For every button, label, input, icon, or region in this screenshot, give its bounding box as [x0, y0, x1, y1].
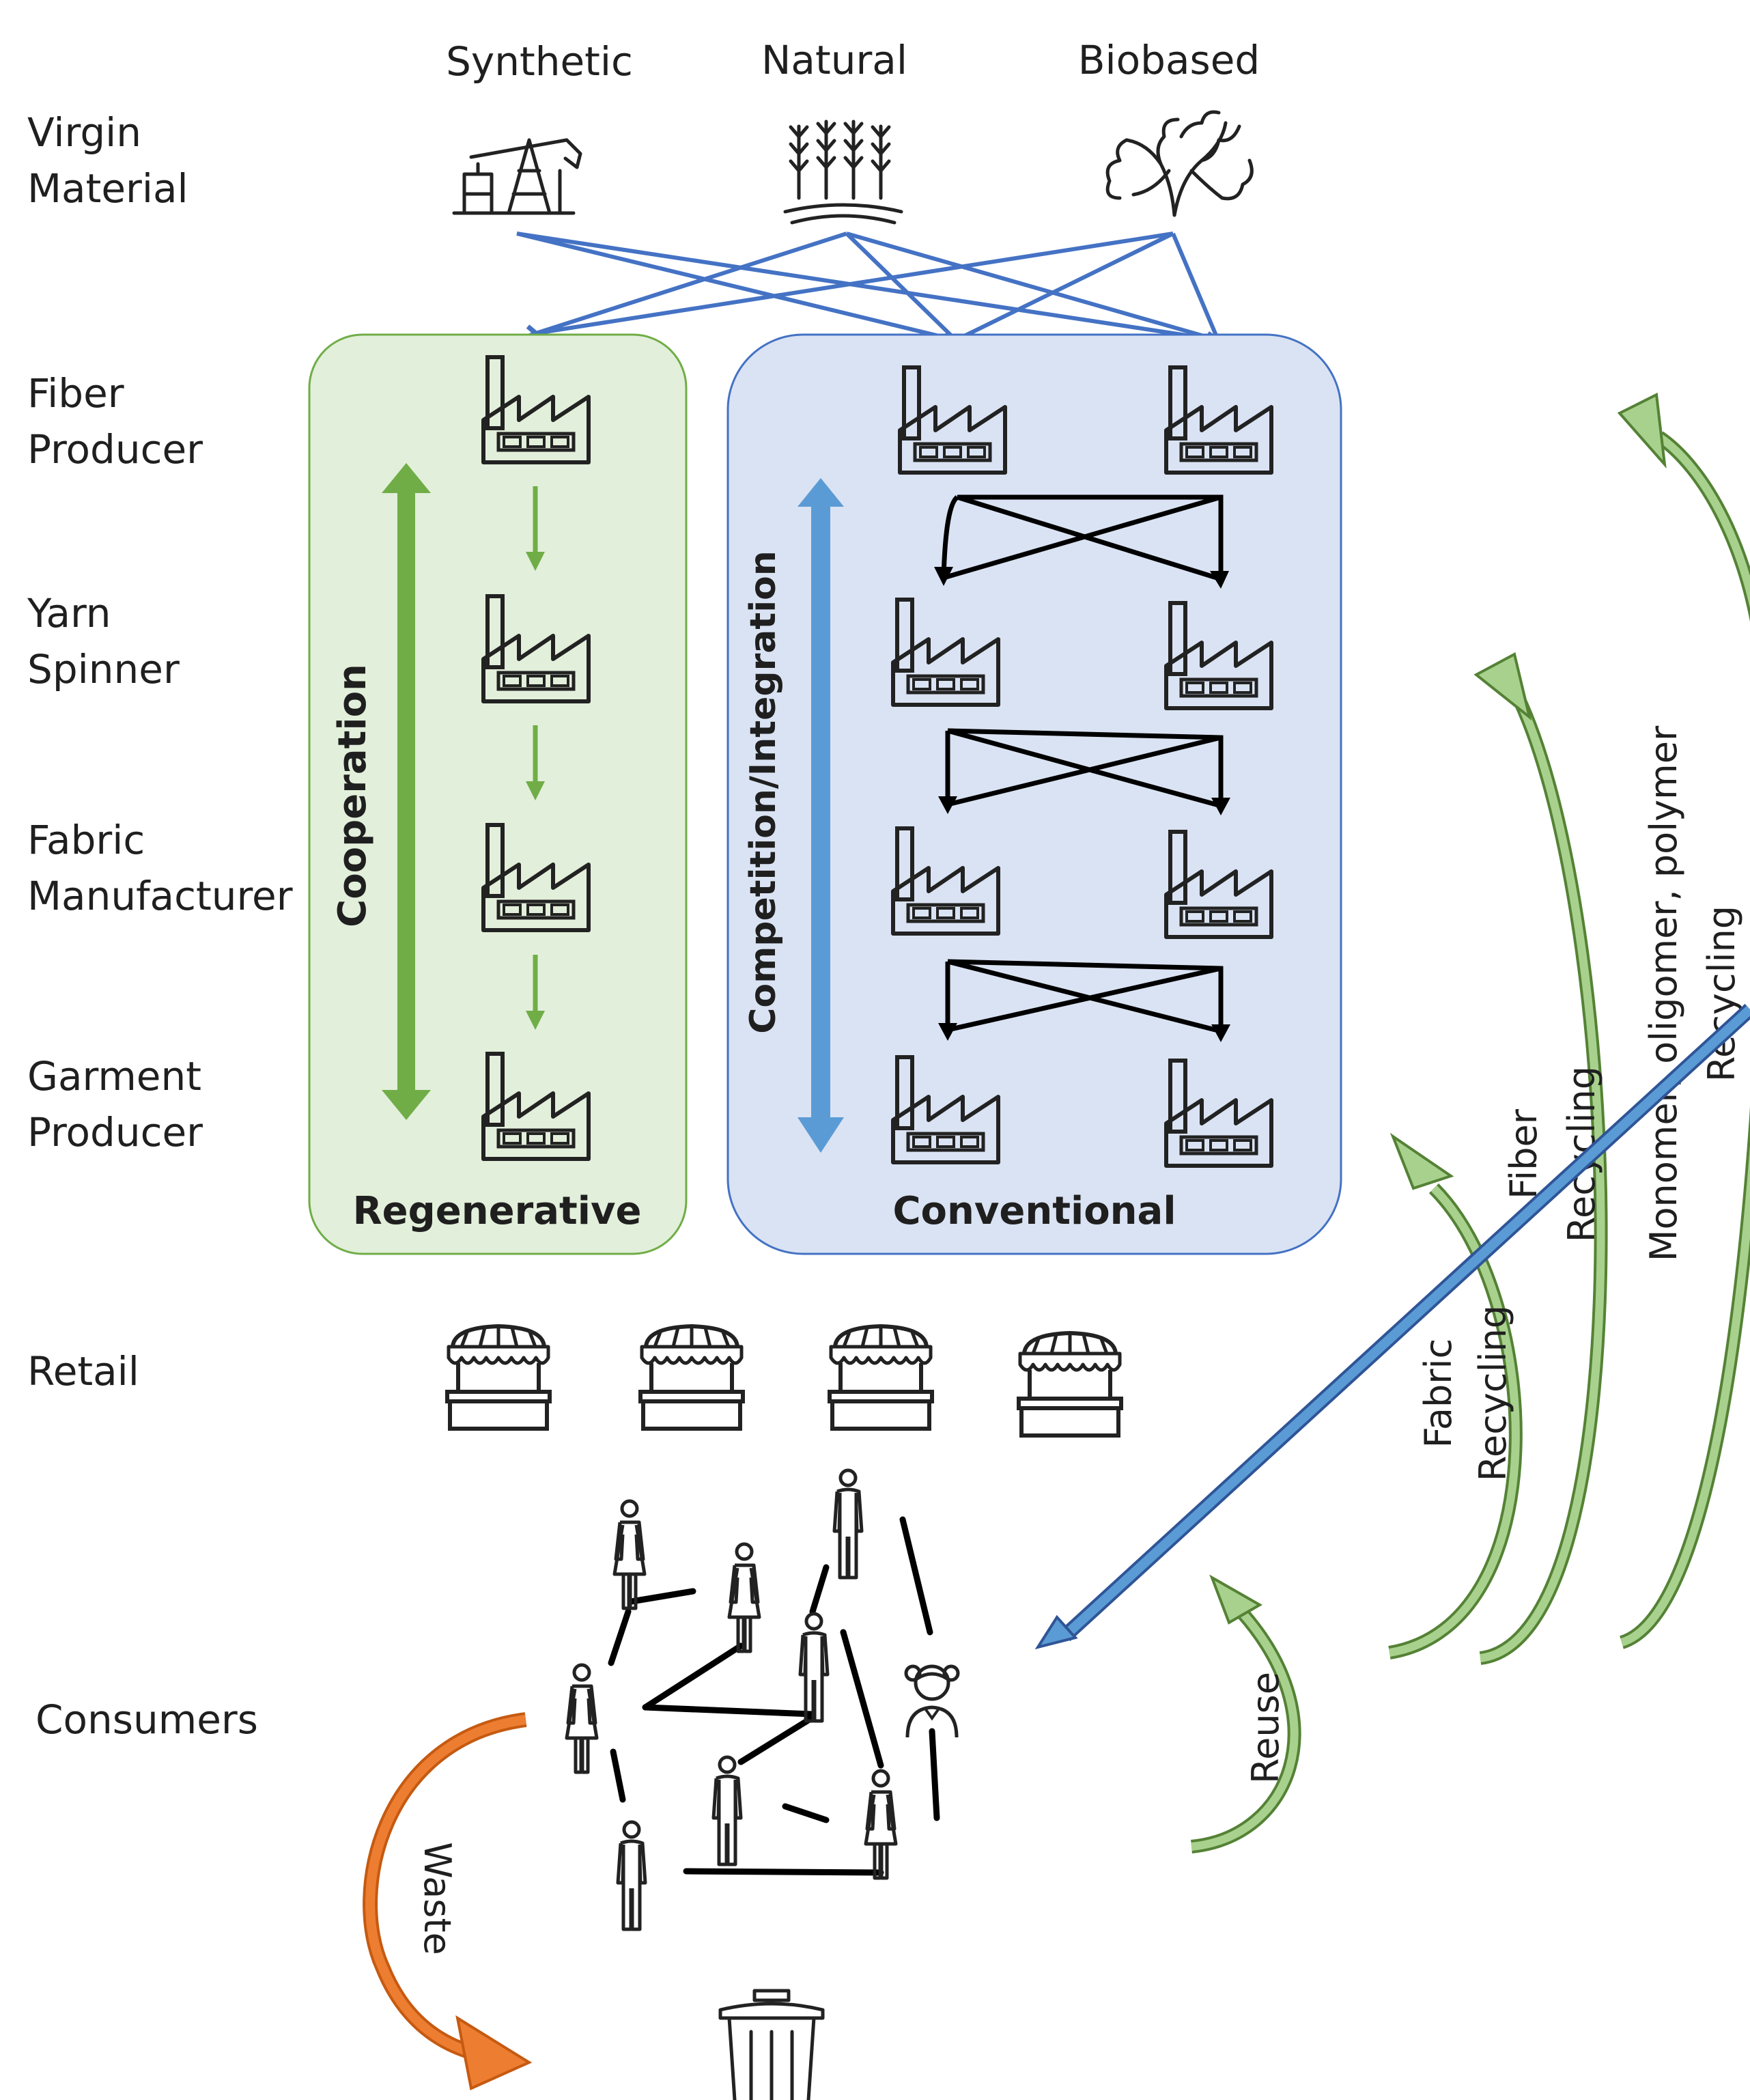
- pumpjack-icon: [452, 138, 582, 215]
- reuse-label: Reuse: [1244, 1672, 1287, 1784]
- shop-icon: [640, 1326, 743, 1429]
- stage-garment-line1: Garment: [27, 1053, 201, 1100]
- monomer-recycling-label: Monomer, oligomer, polymer Recycling: [1642, 725, 1743, 1261]
- monomer-recycling-line1: Monomer, oligomer, polymer: [1642, 725, 1685, 1261]
- seaweed-icon: [1105, 110, 1254, 217]
- fabric-recycling-line1: Fabric: [1417, 1339, 1460, 1448]
- monomer-recycling-arrow: [1617, 392, 1750, 1649]
- competition-double-arrow: [798, 478, 844, 1153]
- competition-integration-label: Competition/Integration: [743, 550, 784, 1034]
- stage-yarn-line2: Spinner: [27, 646, 180, 692]
- regenerative-panel: Cooperation Regenerative: [308, 333, 688, 1255]
- stage-fiber-producer: Fiber Producer: [27, 370, 203, 473]
- stage-consumers-label: Consumers: [36, 1696, 258, 1743]
- material-synthetic-label: Synthetic: [446, 38, 633, 85]
- material-natural-label: Natural: [761, 37, 907, 83]
- supply-to-consumer-arrow: [1034, 1003, 1750, 1650]
- reuse-arrow: [1190, 1574, 1301, 1853]
- fabric-recycling-label: Fabric Recycling: [1417, 1305, 1514, 1481]
- shop-icon: [447, 1326, 550, 1429]
- stage-virgin-material: Virgin Material: [27, 109, 188, 212]
- stage-fabric-line1: Fabric: [27, 817, 145, 863]
- person-icon: [866, 1771, 896, 1878]
- person-icon: [834, 1470, 862, 1578]
- shop-icon: [1019, 1333, 1121, 1436]
- fabric-recycling-arrow: [1388, 1132, 1523, 1660]
- shop-icon: [830, 1326, 932, 1429]
- consumers: [567, 1470, 958, 1929]
- person-icon: [567, 1665, 597, 1772]
- stage-fabric-manufacturer: Fabric Manufacturer: [27, 817, 293, 919]
- stage-retail-label: Retail: [27, 1348, 139, 1395]
- regenerative-title: Regenerative: [353, 1189, 642, 1233]
- fiber-recycling-line1: Fiber: [1502, 1108, 1545, 1199]
- stage-garment-line2: Producer: [27, 1109, 203, 1156]
- person-icon: [800, 1614, 828, 1721]
- regenerative-flow-arrows: [526, 486, 545, 1030]
- stage-virgin-line1: Virgin: [27, 109, 141, 156]
- stage-yarn-line1: Yarn: [27, 590, 111, 636]
- cooperation-double-arrow: [382, 463, 431, 1120]
- trash-bin-icon: [718, 1989, 825, 2100]
- person-icon: [615, 1501, 645, 1608]
- person-icon: [906, 1666, 958, 1737]
- waste-label: Waste: [416, 1842, 459, 1955]
- retail-shops: [447, 1326, 1121, 1436]
- person-icon: [714, 1757, 741, 1864]
- conventional-title: Conventional: [892, 1189, 1176, 1233]
- conventional-cross-arrows: [934, 494, 1230, 1042]
- stage-fiber-line2: Producer: [27, 426, 203, 473]
- person-icon: [618, 1822, 645, 1929]
- stage-yarn-spinner: Yarn Spinner: [27, 590, 180, 692]
- fabric-recycling-line2: Recycling: [1471, 1305, 1514, 1481]
- stage-virgin-line2: Material: [27, 165, 188, 212]
- stage-fabric-line2: Manufacturer: [27, 873, 293, 919]
- cooperation-label: Cooperation: [330, 664, 375, 927]
- person-icon: [729, 1544, 759, 1651]
- material-biobased-label: Biobased: [1078, 37, 1260, 83]
- material-flow-arrows: [516, 232, 1224, 347]
- stage-fiber-line1: Fiber: [27, 370, 124, 417]
- wheat-icon: [783, 120, 903, 225]
- fiber-recycling-arrow: [1473, 652, 1608, 1665]
- waste-arrow: [363, 1712, 533, 2090]
- conventional-panel: Competition/Integration: [726, 333, 1342, 1255]
- stage-garment-producer: Garment Producer: [27, 1053, 203, 1156]
- consumer-network-links: [608, 1516, 940, 1876]
